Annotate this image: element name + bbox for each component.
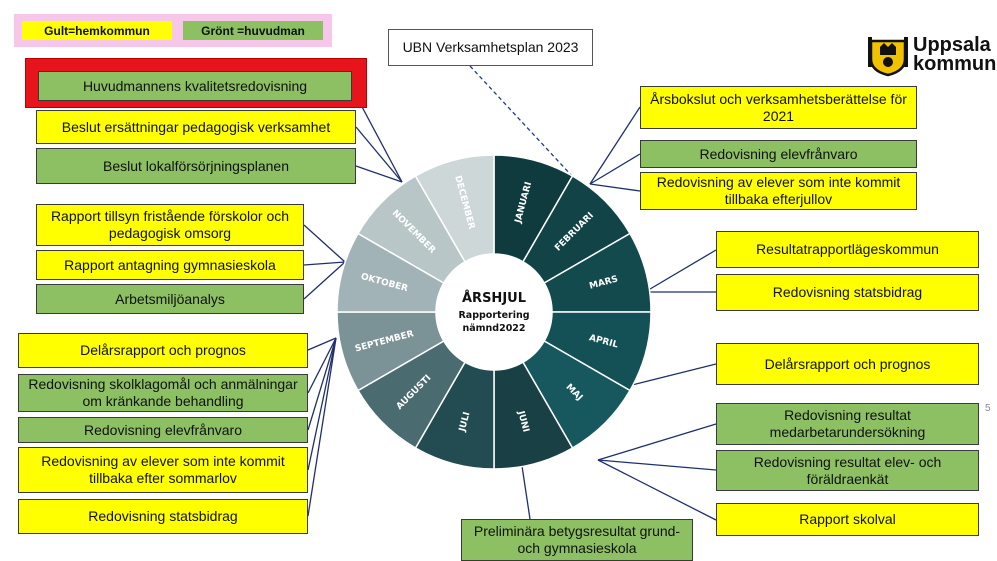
right-box-parent-survey: Redovisning resultat elev- och föräldrae…	[716, 450, 979, 491]
connector-line	[355, 126, 403, 183]
left-box-quality-report: Huvudmannens kvalitetsredovisning	[38, 71, 352, 101]
left-box-premises-plan: Beslut lokalförsörjningsplanen	[36, 148, 356, 184]
wheel-center	[436, 254, 552, 370]
left-box-complaints: Redovisning skolklagomål och anmälningar…	[18, 374, 308, 412]
plan-label: UBN Verksamhetsplan 2023	[388, 29, 593, 66]
connector-line	[307, 337, 337, 351]
connector-line	[307, 337, 337, 394]
center-title: ÅRSHJUL	[462, 290, 526, 306]
left-box-work-environment: Arbetsmiljöanalys	[36, 284, 304, 314]
wheel-sectors	[336, 154, 652, 470]
logo-line1: Uppsala	[913, 34, 991, 56]
connector-line	[597, 423, 717, 461]
left-box-absence: Redovisning elevfrånvaro	[18, 417, 308, 443]
legend-green: Grönt =huvudman	[183, 21, 323, 40]
connector-line	[589, 183, 641, 192]
connector-line	[597, 459, 717, 471]
connector-lines	[303, 65, 717, 521]
crest-icon	[868, 37, 908, 77]
right-box-results-report: Resultatrapportlägeskommun	[716, 231, 979, 268]
left-box-interim-report: Delårsrapport och prognos	[18, 333, 308, 368]
connector-line	[627, 363, 717, 387]
center-subtitle: Rapportering	[458, 310, 529, 321]
right-box-school-choice: Rapport skolval	[716, 503, 979, 536]
left-box-admission: Rapport antagning gymnasieskola	[36, 250, 304, 280]
connector-line	[597, 459, 717, 521]
connector-line	[303, 261, 346, 266]
right-box-absence: Redovisning elevfrånvaro	[640, 140, 917, 168]
connector-line	[355, 165, 403, 183]
connector-line	[303, 261, 346, 300]
page-number: 5	[985, 403, 991, 414]
logo-line2: kommun	[913, 53, 997, 75]
right-box-annual-accounts: Årsbokslut och verksamhetsberättelse för…	[640, 86, 917, 129]
left-box-state-grants: Redovisning statsbidrag	[18, 499, 308, 534]
connector-line	[307, 337, 337, 431]
color-legend: Gult=hemkommun Grönt =huvudman	[14, 14, 332, 47]
connector-line	[521, 465, 531, 520]
connector-line	[307, 337, 337, 471]
right-box-interim-report: Delårsrapport och prognos	[716, 343, 979, 385]
connector-line	[589, 106, 641, 185]
right-box-staff-survey: Redovisning resultat medarbetarundersökn…	[716, 403, 979, 445]
connector-line	[644, 249, 717, 293]
center-year: nämnd2022	[462, 323, 525, 334]
connector-line	[307, 337, 337, 517]
left-box-supervision: Rapport tillsyn fristående förskolor och…	[36, 204, 304, 246]
legend-yellow: Gult=hemkommun	[22, 21, 172, 40]
left-box-not-returned: Redovisning av elever som inte kommit ti…	[18, 447, 308, 493]
right-box-state-grants: Redovisning statsbidrag	[716, 274, 979, 311]
connector-line	[303, 224, 346, 263]
bottom-box-grades: Preliminära betygsresultat grund- och gy…	[461, 519, 693, 561]
right-box-not-returned: Redovisning av elever som inte kommit ti…	[640, 172, 917, 210]
uppsala-logo: Uppsala kommun	[868, 33, 997, 81]
connector-line	[589, 153, 641, 185]
left-box-compensation: Beslut ersättningar pedagogisk verksamhe…	[36, 110, 356, 144]
